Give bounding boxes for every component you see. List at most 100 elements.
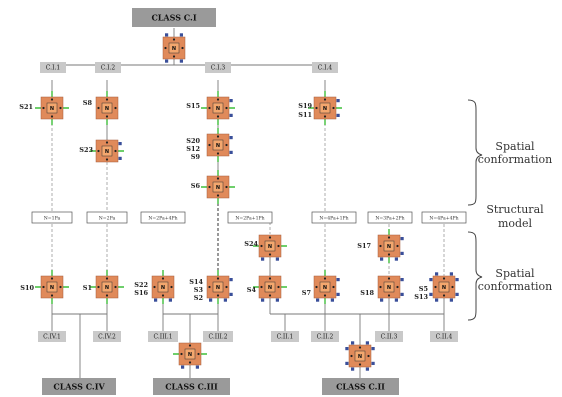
brace-spatial-top bbox=[467, 99, 483, 206]
label-s19: S19 bbox=[298, 102, 312, 110]
svg-text:N=4Pa+1Ph: N=4Pa+1Ph bbox=[319, 216, 348, 222]
label-s14: S14 bbox=[189, 278, 203, 286]
module-s1 bbox=[90, 270, 124, 304]
module-c-i bbox=[162, 33, 186, 63]
label-s6: S6 bbox=[191, 182, 201, 190]
module-s10 bbox=[35, 270, 69, 304]
side-label-spatial-top-2: conformation bbox=[478, 153, 552, 166]
class-c-ii-box: CLASS C.II bbox=[322, 378, 399, 395]
svg-text:N=2Pa+4Ph: N=2Pa+4Ph bbox=[148, 216, 177, 222]
label-s9: S9 bbox=[191, 153, 201, 161]
module-s20 bbox=[206, 128, 233, 162]
label-s4: S4 bbox=[247, 286, 257, 294]
module-s17 bbox=[377, 229, 404, 263]
svg-text:N=2Pa: N=2Pa bbox=[99, 216, 116, 222]
subclass-c-i-1: C.I.1 bbox=[40, 62, 66, 73]
module-s18 bbox=[377, 275, 404, 302]
module-s4 bbox=[253, 275, 287, 302]
structural-eq-4: N=2Pa+1Ph bbox=[227, 211, 273, 224]
label-s2: S2 bbox=[194, 294, 203, 302]
label-s13: S13 bbox=[414, 293, 428, 301]
subclass-c-iii-2: C.III.2 bbox=[203, 331, 233, 342]
label-s15: S15 bbox=[186, 102, 200, 110]
structural-eq-5: N=4Pa+1Ph bbox=[311, 211, 357, 224]
svg-text:C.II.1: C.II.1 bbox=[277, 334, 294, 341]
svg-text:C.I.1: C.I.1 bbox=[46, 65, 60, 72]
structural-eq-7: N=4Pa+4Ph bbox=[421, 211, 467, 224]
module-s8 bbox=[95, 91, 119, 125]
module-s19 bbox=[308, 91, 342, 125]
structural-eq-1: N=1Pa bbox=[31, 211, 73, 224]
class-c-i-label: CLASS C.I bbox=[151, 13, 196, 23]
structural-eq-2: N=2Pa bbox=[86, 211, 128, 224]
module-c-iii bbox=[173, 342, 207, 369]
side-label-spatial-bottom-1: Spatial bbox=[495, 267, 535, 280]
side-label-spatial-bottom-2: conformation bbox=[478, 280, 552, 293]
svg-text:C.I.4: C.I.4 bbox=[318, 65, 333, 72]
module-s7 bbox=[313, 270, 340, 304]
subclass-c-iii-1: C.III.1 bbox=[148, 331, 178, 342]
class-c-iv-label: CLASS C.IV bbox=[53, 382, 105, 392]
label-s11: S11 bbox=[298, 111, 312, 119]
module-s14 bbox=[206, 270, 233, 304]
label-s21: S21 bbox=[19, 103, 33, 111]
label-s20: S20 bbox=[186, 137, 200, 145]
brace-spatial-bottom bbox=[467, 231, 483, 321]
class-c-iii-label: CLASS C.III bbox=[165, 382, 218, 392]
svg-text:N=2Pa+1Ph: N=2Pa+1Ph bbox=[235, 216, 264, 222]
svg-text:C.II.2: C.II.2 bbox=[317, 334, 334, 341]
svg-text:C.IV.1: C.IV.1 bbox=[43, 334, 61, 341]
label-s10: S10 bbox=[20, 284, 34, 292]
class-c-ii-label: CLASS C.II bbox=[336, 382, 385, 392]
svg-text:N=3Pa+2Ph: N=3Pa+2Ph bbox=[375, 216, 404, 222]
subclass-c-i-2: C.I.2 bbox=[95, 62, 121, 73]
subclass-c-ii-3: C.II.3 bbox=[375, 331, 403, 342]
subclass-c-ii-1: C.II.1 bbox=[271, 331, 299, 342]
svg-text:C.II.4: C.II.4 bbox=[436, 334, 453, 341]
label-s7: S7 bbox=[302, 289, 311, 297]
subclass-c-iv-2: C.IV.2 bbox=[93, 331, 121, 342]
side-label-structural-2: model bbox=[498, 217, 533, 230]
subclass-c-i-4: C.I.4 bbox=[312, 62, 338, 73]
bottom-connectors bbox=[51, 256, 445, 378]
module-s23 bbox=[90, 139, 124, 163]
module-s21 bbox=[35, 91, 69, 125]
svg-text:N=1Pa: N=1Pa bbox=[44, 216, 61, 222]
label-s24: S24 bbox=[244, 240, 258, 248]
svg-text:C.II.3: C.II.3 bbox=[381, 334, 398, 341]
subclass-c-i-3: C.I.3 bbox=[205, 62, 231, 73]
module-c-ii bbox=[345, 341, 375, 371]
subclass-c-iv-1: C.IV.1 bbox=[38, 331, 66, 342]
subclass-c-ii-2: C.II.2 bbox=[311, 331, 339, 342]
label-s1: S1 bbox=[83, 284, 92, 292]
class-c-i-box: CLASS C.I bbox=[132, 8, 216, 27]
structure-labels: S21 S8 S23 S15 S20 S12 S9 S6 S19 S11 S24… bbox=[19, 99, 428, 302]
label-s12: S12 bbox=[186, 145, 200, 153]
module-s24 bbox=[253, 234, 287, 261]
label-s3: S3 bbox=[194, 286, 204, 294]
label-s23: S23 bbox=[79, 146, 93, 154]
label-s18: S18 bbox=[360, 289, 374, 297]
svg-text:C.I.2: C.I.2 bbox=[101, 65, 116, 72]
svg-text:C.I.3: C.I.3 bbox=[211, 65, 226, 72]
module-s5 bbox=[429, 272, 459, 302]
module-s6 bbox=[201, 170, 235, 204]
module-s15 bbox=[201, 91, 235, 125]
class-c-iv-box: CLASS C.IV bbox=[42, 378, 116, 395]
molecule-modules bbox=[35, 33, 459, 371]
label-s16: S16 bbox=[134, 289, 148, 297]
label-s5: S5 bbox=[419, 285, 429, 293]
side-label-structural-1: Structural bbox=[486, 203, 544, 216]
structural-eq-3: N=2Pa+4Ph bbox=[140, 211, 186, 224]
side-label-spatial-top-1: Spatial bbox=[495, 140, 535, 153]
svg-text:C.IV.2: C.IV.2 bbox=[98, 334, 116, 341]
structural-eq-6: N=3Pa+2Ph bbox=[367, 211, 413, 224]
class-c-iii-box: CLASS C.III bbox=[153, 378, 230, 395]
label-s17: S17 bbox=[357, 242, 371, 250]
label-s22: S22 bbox=[134, 281, 148, 289]
svg-text:C.III.1: C.III.1 bbox=[153, 334, 172, 341]
subclass-c-ii-4: C.II.4 bbox=[430, 331, 458, 342]
svg-text:C.III.2: C.III.2 bbox=[208, 334, 227, 341]
label-s8: S8 bbox=[83, 99, 93, 107]
